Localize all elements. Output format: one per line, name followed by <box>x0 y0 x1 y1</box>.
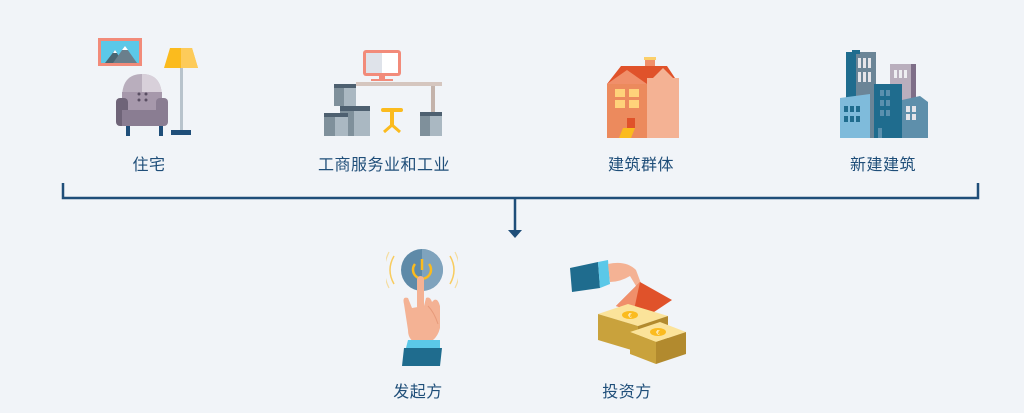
source-label: 新建建筑 <box>849 155 917 174</box>
svg-text:€: € <box>656 330 660 337</box>
hand-money-stacks-icon: € € <box>570 260 686 364</box>
target-label: 投资方 <box>602 382 652 401</box>
source-label: 住宅 <box>132 155 166 174</box>
source-label: 工商服务业和工业 <box>317 155 451 174</box>
city-buildings-icon <box>840 50 928 138</box>
office-desk-boxes-icon <box>324 50 442 136</box>
svg-text:€: € <box>628 313 632 320</box>
hand-power-button-icon <box>386 249 458 366</box>
arrow-down-icon <box>508 230 522 238</box>
house-icon <box>607 57 679 138</box>
armchair-lamp-icon <box>98 38 198 136</box>
source-label: 建筑群体 <box>607 155 675 174</box>
target-label: 发起方 <box>393 382 443 401</box>
